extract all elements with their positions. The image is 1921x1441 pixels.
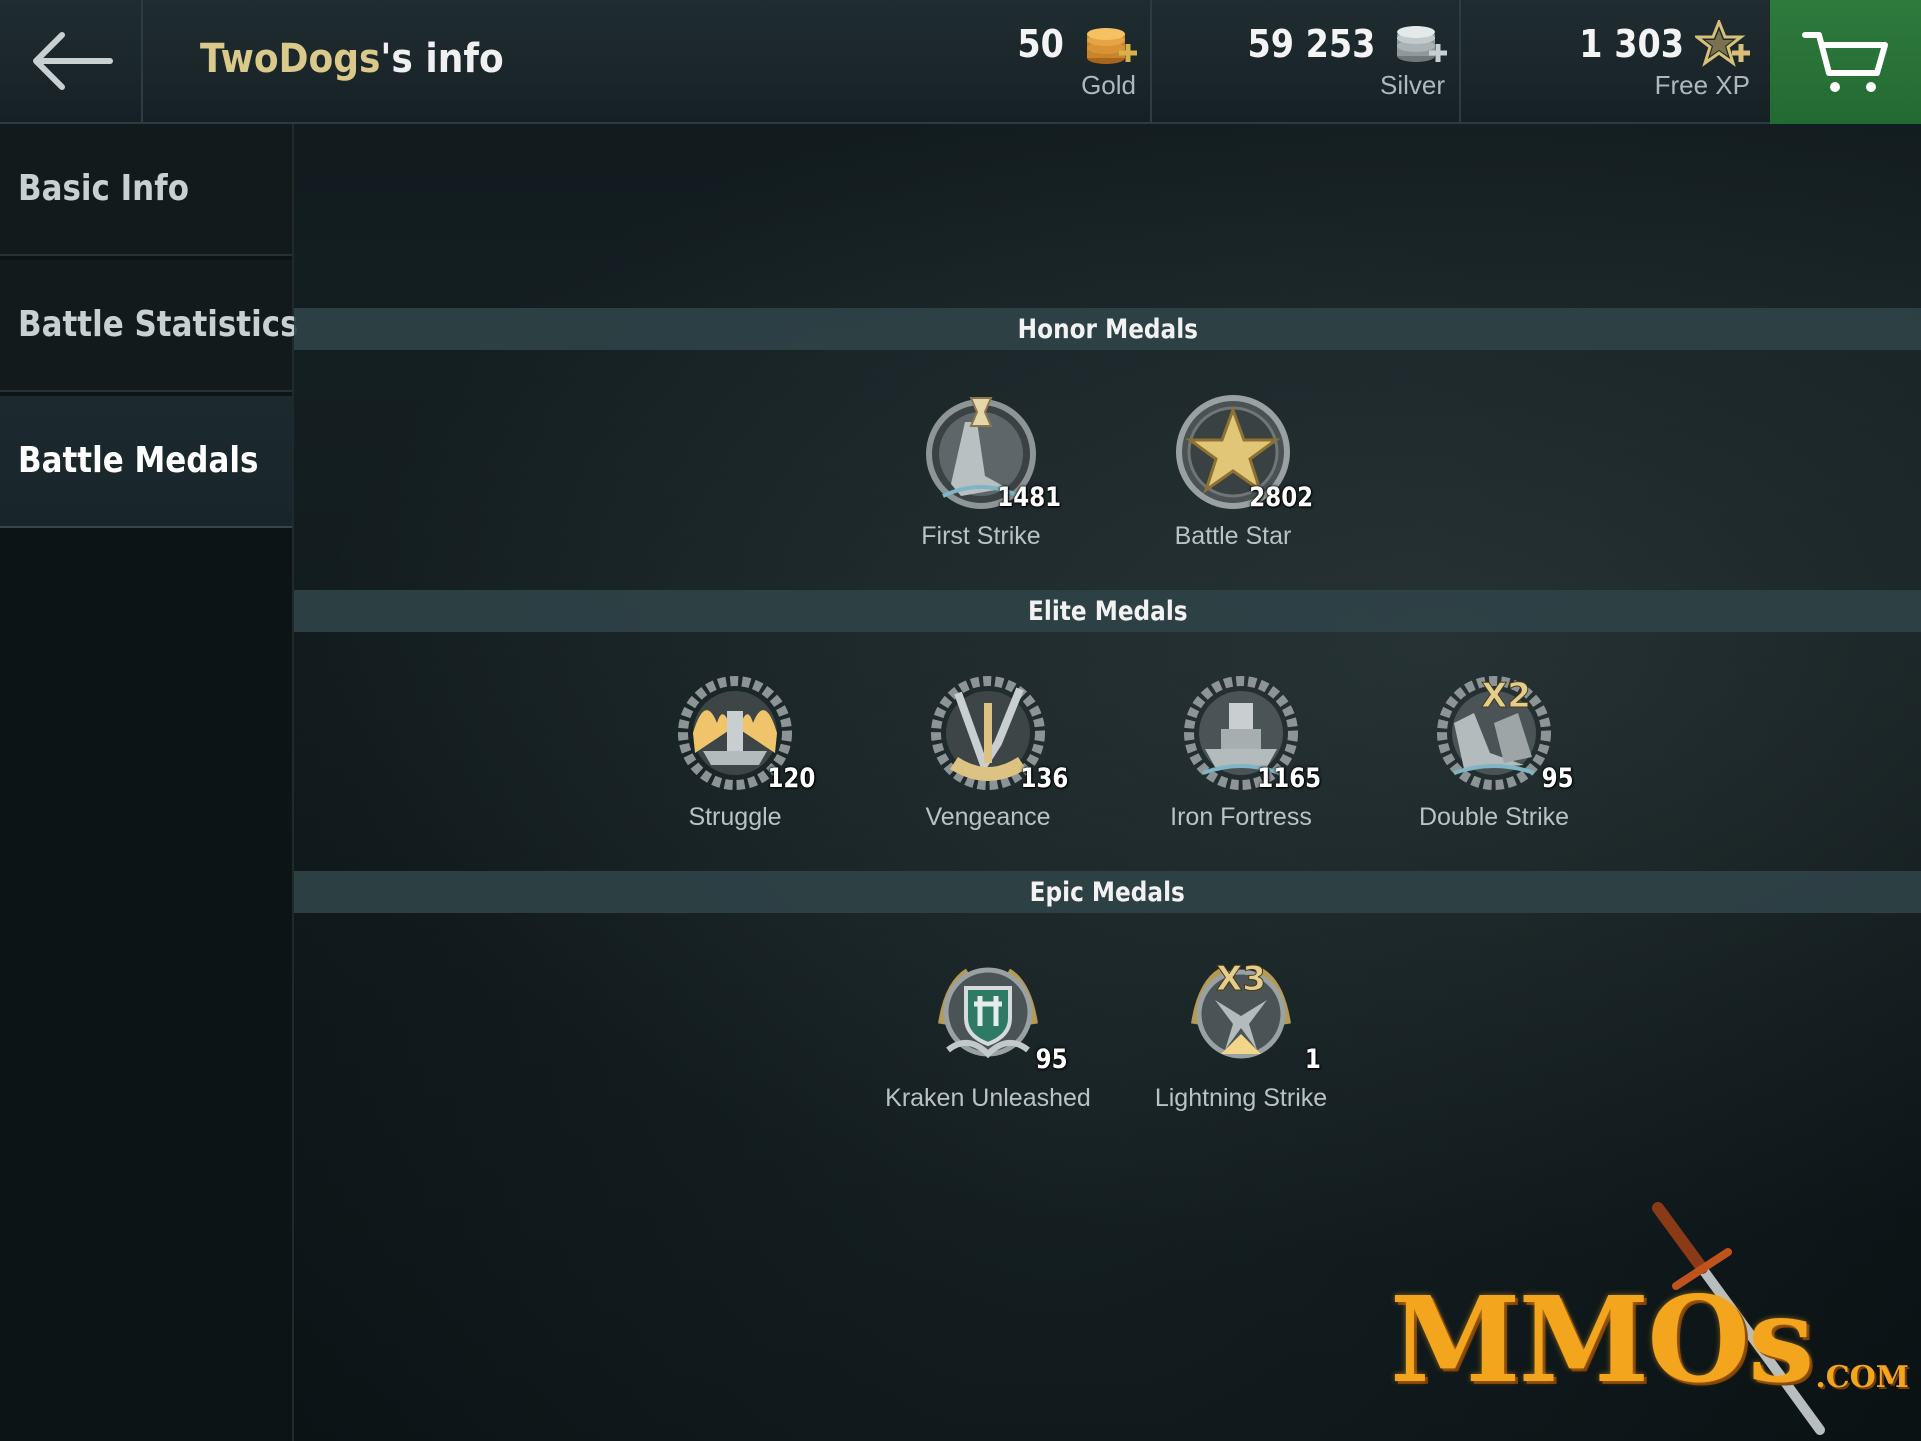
sidebar-item-label: Battle Medals [18, 440, 259, 481]
silver-label: Silver [1379, 70, 1445, 100]
section-header-elite-medals: Elite Medals [294, 590, 1921, 632]
shop-cart-button[interactable] [1770, 0, 1921, 124]
free-xp-amount: 1 303 [1579, 22, 1684, 66]
medal-multiplier-badge: X3 [1216, 959, 1266, 999]
section-title: Epic Medals [1029, 876, 1186, 908]
medal-double-strike[interactable]: X2 95 Double Strike [1384, 673, 1604, 843]
battle-star-medal-icon [1176, 395, 1290, 509]
medal-name: Iron Fortress [1170, 803, 1312, 831]
mmos-watermark-logo: MMOs .COM [1380, 1200, 1921, 1441]
medal-name: Vengeance [925, 803, 1051, 831]
top-bar: TwoDogs's info 50 Gold 59 253 [0, 0, 1921, 124]
section-title: Elite Medals [1027, 595, 1188, 627]
first-strike-medal-icon [926, 397, 1036, 509]
medal-multiplier-badge: X2 [1481, 676, 1531, 716]
silver-amount: 59 253 [1247, 22, 1375, 66]
medal-first-strike[interactable]: 1481 First Strike [871, 392, 1091, 562]
kraken-unleashed-medal-icon [938, 967, 1038, 1059]
gold-label: Gold [1081, 70, 1136, 100]
silver-balance[interactable]: 59 253 Silver [1152, 0, 1461, 122]
player-name: TwoDogs [200, 36, 381, 82]
medal-count: 95 [1036, 1044, 1068, 1075]
gold-coins-plus-icon [1087, 28, 1137, 64]
struggle-medal-icon [678, 676, 792, 790]
medal-count: 95 [1542, 763, 1574, 794]
medal-lightning-strike[interactable]: X3 1 Lightning Strike [1131, 954, 1351, 1124]
section-header-epic-medals: Epic Medals [294, 871, 1921, 913]
vengeance-medal-icon [931, 676, 1045, 790]
sword-icon [1652, 1202, 1825, 1435]
medal-count: 2802 [1249, 482, 1313, 513]
medal-name: Struggle [688, 803, 782, 831]
medal-struggle[interactable]: 120 Struggle [625, 673, 845, 843]
free-xp-balance[interactable]: 1 303 Free XP [1461, 0, 1770, 122]
watermark-sub: .COM [1815, 1360, 1909, 1395]
silver-coins-plus-icon [1397, 26, 1447, 62]
medal-kraken-unleashed[interactable]: 95 Kraken Unleashed [878, 954, 1098, 1124]
sidebar-item-label: Basic Info [18, 168, 189, 209]
shopping-cart-icon [1801, 32, 1888, 92]
back-arrow-icon [32, 32, 113, 90]
title-suffix: 's info [380, 36, 504, 82]
medal-count: 136 [1020, 763, 1068, 794]
medal-name: Double Strike [1418, 803, 1570, 831]
medal-count: 120 [767, 763, 815, 794]
iron-fortress-medal-icon [1184, 676, 1298, 790]
medal-count: 1165 [1257, 763, 1321, 794]
section-title: Honor Medals [1017, 313, 1198, 345]
free-xp-star-plus-icon [1695, 20, 1750, 67]
section-header-honor-medals: Honor Medals [294, 308, 1921, 350]
sidebar-nav: Basic Info Battle Statistics Battle Meda… [0, 124, 299, 1441]
medal-name: First Strike [921, 522, 1041, 550]
sidebar-item-basic-info[interactable]: Basic Info [0, 124, 292, 256]
free-xp-label: Free XP [1654, 70, 1750, 100]
medal-name: Lightning Strike [1154, 1084, 1328, 1112]
medal-count: 1 [1305, 1044, 1321, 1075]
medal-vengeance[interactable]: 136 Vengeance [878, 673, 1098, 843]
back-button[interactable] [0, 0, 143, 122]
sidebar-item-label: Battle Statistics [18, 304, 299, 345]
medal-iron-fortress[interactable]: 1165 Iron Fortress [1131, 673, 1351, 843]
gold-amount: 50 [1017, 22, 1064, 66]
double-strike-medal-icon: X2 [1437, 676, 1551, 790]
medal-name: Kraken Unleashed [885, 1084, 1091, 1112]
watermark-text: MMOs [1390, 1270, 1814, 1409]
page-title: TwoDogs's info [200, 36, 504, 82]
sidebar-item-battle-statistics[interactable]: Battle Statistics [0, 260, 299, 392]
medal-count: 1481 [997, 482, 1061, 513]
medal-name: Battle Star [1174, 522, 1292, 550]
lightning-strike-medal-icon: X3 [1191, 959, 1291, 1059]
gold-balance[interactable]: 50 Gold [960, 0, 1152, 122]
medal-battle-star[interactable]: 2802 Battle Star [1123, 392, 1343, 562]
sidebar-item-battle-medals[interactable]: Battle Medals [0, 396, 292, 528]
